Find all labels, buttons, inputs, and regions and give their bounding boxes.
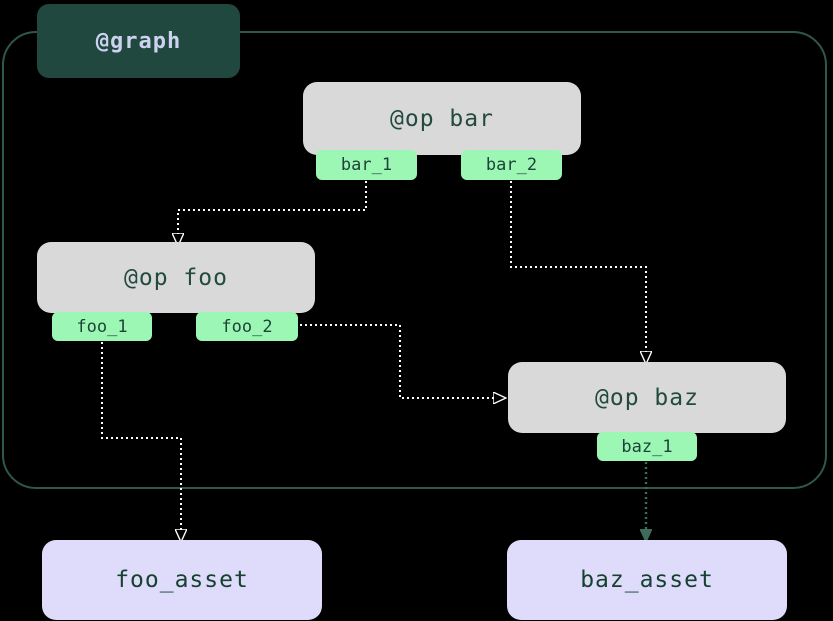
- edge-bar2-to-baz: [510, 181, 646, 352]
- output-port-foo-1-label: foo_1: [76, 316, 128, 337]
- output-port-bar-1[interactable]: bar_1: [316, 150, 417, 180]
- output-port-baz-1-label: baz_1: [621, 436, 673, 457]
- op-node-bar-title: @op bar: [390, 105, 494, 132]
- output-port-bar-1-label: bar_1: [340, 155, 393, 175]
- asset-node-foo-asset-label: foo_asset: [115, 567, 249, 593]
- op-node-baz-title: @op baz: [595, 384, 699, 411]
- output-port-foo-2-label: foo_2: [221, 316, 273, 337]
- output-port-bar-2[interactable]: bar_2: [461, 150, 562, 180]
- op-node-foo[interactable]: @op foo: [37, 242, 315, 313]
- graph-label-text: @graph: [95, 28, 182, 54]
- asset-node-baz-asset[interactable]: baz_asset: [507, 540, 787, 620]
- op-node-bar[interactable]: @op bar: [303, 82, 581, 155]
- edge-foo2-to-baz: [300, 324, 494, 398]
- asset-node-baz-asset-label: baz_asset: [580, 567, 714, 593]
- edge-bar1-to-foo: [178, 181, 367, 234]
- op-node-foo-title: @op foo: [124, 264, 228, 291]
- asset-node-foo-asset[interactable]: foo_asset: [42, 540, 322, 620]
- output-port-baz-1[interactable]: baz_1: [597, 432, 697, 461]
- op-node-baz[interactable]: @op baz: [508, 362, 786, 433]
- output-port-foo-1[interactable]: foo_1: [52, 312, 152, 341]
- output-port-foo-2[interactable]: foo_2: [196, 312, 298, 341]
- graph-label-badge[interactable]: @graph: [37, 4, 240, 78]
- edge-foo1-to-foo-asset: [101, 342, 181, 530]
- output-port-bar-2-label: bar_2: [485, 155, 538, 175]
